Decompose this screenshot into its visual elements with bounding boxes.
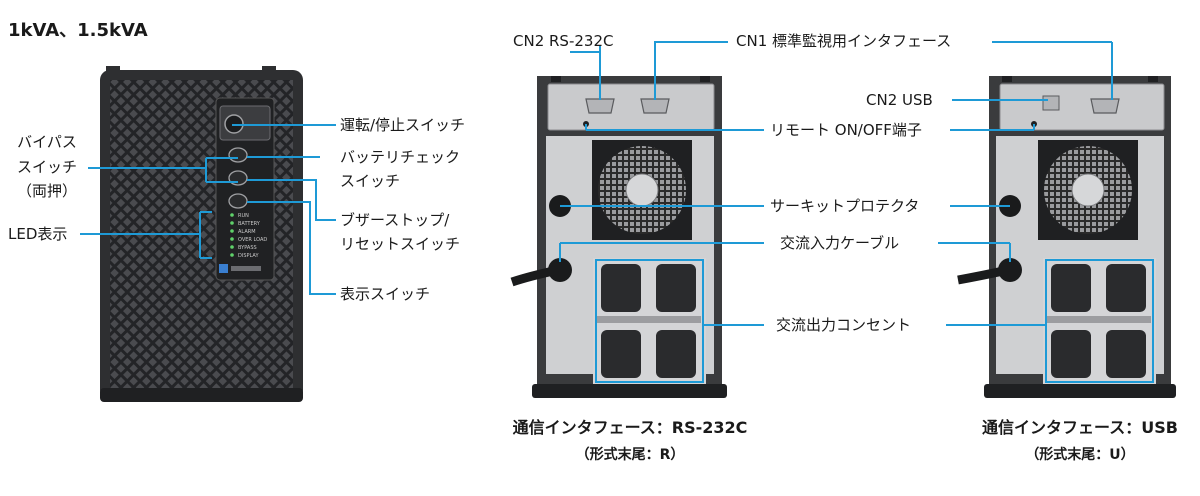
buzzer-stop-label-2: リセットスイッチ — [340, 235, 461, 253]
led-display-label: LED表示 — [8, 225, 68, 243]
battery-check-button[interactable] — [228, 147, 248, 163]
caption-usb-sub: （形式末尾：U） — [1025, 447, 1135, 463]
interface-port-cn1-usb — [1090, 98, 1120, 114]
rear-callout-lines — [559, 41, 1154, 383]
caption-rs232c-sub: （形式末尾：R） — [575, 447, 685, 463]
display-switch-label: 表示スイッチ — [340, 285, 431, 303]
front-ups-unit: RUN BATTERY ALARM OVER LOAD BYPASS DISPL… — [100, 66, 303, 402]
caption-usb: 通信インタフェース：USB （形式末尾：U） — [960, 414, 1200, 464]
page-title: 1kVA、1.5kVA — [8, 20, 148, 41]
ac-input-cable — [548, 258, 572, 282]
buzzer-stop-label-1: ブザーストップ/ — [340, 211, 450, 229]
ac-output-outlets-usb — [1051, 264, 1146, 378]
led-label-overload: OVER LOAD — [238, 237, 267, 243]
led-label-run: RUN — [238, 213, 249, 219]
display-button[interactable] — [228, 193, 248, 209]
bypass-switch-label-3: （両押） — [16, 182, 77, 200]
bypass-switch-label-2: スイッチ — [16, 158, 77, 176]
led-label-display: DISPLAY — [238, 253, 259, 259]
cooling-fan — [592, 140, 692, 240]
ac-input-cable-label: 交流入力ケーブル — [780, 234, 900, 252]
caption-rs232c-main: 通信インタフェース：RS-232C — [512, 418, 748, 437]
rs232c-port-cn2 — [585, 98, 615, 114]
remote-onoff-label: リモート ON/OFF端子 — [770, 121, 922, 139]
circuit-protector-label: サーキットプロテクタ — [770, 197, 920, 215]
battery-check-label-1: バッテリチェック — [340, 148, 461, 166]
rear-ups-unit-usb — [957, 76, 1176, 398]
bypass-switch-label-1: バイパス — [17, 133, 77, 151]
caption-rs232c: 通信インタフェース：RS-232C （形式末尾：R） — [500, 414, 760, 464]
ac-output-outlets — [601, 264, 696, 378]
cn1-interface-label: CN1 標準監視用インタフェース — [736, 32, 952, 50]
front-callout-lines — [80, 124, 336, 295]
cooling-fan-usb — [1038, 140, 1138, 240]
interface-port-cn1 — [640, 98, 670, 114]
led-label-battery: BATTERY — [238, 221, 261, 227]
caption-usb-main: 通信インタフェース：USB — [982, 418, 1178, 437]
ac-output-outlet-label: 交流出力コンセント — [776, 316, 912, 334]
rear-ups-unit-rs232c — [510, 76, 727, 398]
cn2-usb-label: CN2 USB — [866, 91, 933, 109]
battery-check-label-2: スイッチ — [340, 172, 401, 190]
led-label-bypass: BYPASS — [238, 245, 257, 251]
power-switch-label: 運転/停止スイッチ — [340, 116, 466, 134]
brand-logo-icon — [219, 264, 228, 273]
cn2-rs232c-label: CN2 RS-232C — [513, 32, 614, 50]
led-indicator-group: RUN BATTERY ALARM OVER LOAD BYPASS DISPL… — [230, 213, 267, 259]
usb-port-cn2 — [1042, 95, 1060, 111]
led-label-alarm: ALARM — [238, 229, 256, 235]
